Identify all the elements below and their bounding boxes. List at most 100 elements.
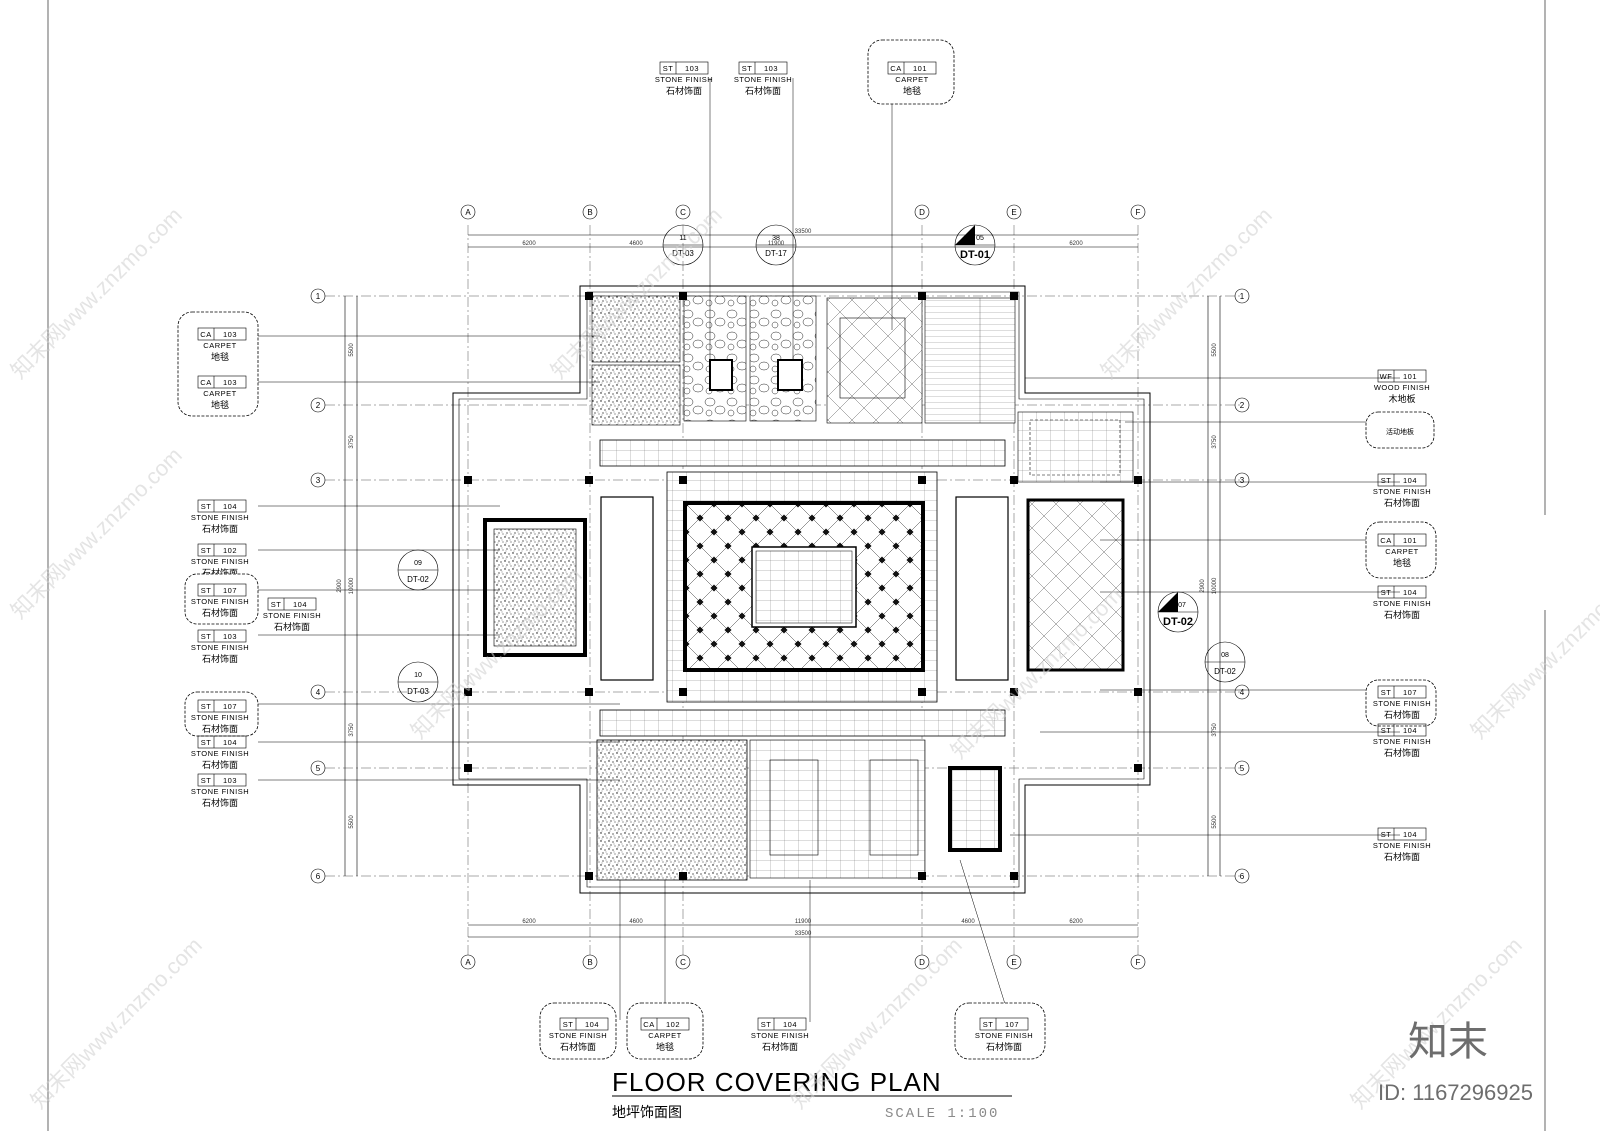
tag-bot2: CA 102 CARPET 地毯 [626,1002,704,1060]
tag-top3: CA 101 CARPET 地毯 [867,39,955,105]
svg-text:石材饰面: 石材饰面 [666,85,702,97]
svg-text:CA: CA [200,378,211,387]
svg-text:6200: 6200 [522,919,536,925]
svg-text:石材饰面: 石材饰面 [202,523,238,535]
structural-columns [464,292,1142,880]
tag-left8: ST 104 STONE FINISH 石材饰面 [191,735,249,771]
svg-text:地毯: 地毯 [903,85,921,97]
svg-text:石材饰面: 石材饰面 [202,653,238,665]
svg-text:4600: 4600 [629,919,643,925]
detail-mark-dt02-left: 09 DT-02 [397,549,439,591]
svg-text:地毯: 地毯 [211,351,229,363]
svg-text:STONE FINISH: STONE FINISH [1373,487,1431,496]
svg-text:09: 09 [414,560,422,567]
svg-text:STONE FINISH: STONE FINISH [1373,699,1431,708]
grid-column-bubbles-top: A B C D E F [460,204,1146,220]
znzmo-logo: 知末 [1408,1019,1488,1065]
svg-text:STONE FINISH: STONE FINISH [1373,599,1431,608]
svg-text:102: 102 [666,1020,680,1029]
svg-text:ST: ST [742,64,753,73]
dimension-top: 6200 4600 33500 11900 4600 6200 [468,229,1138,248]
tag-top1: ST 103 STONE FINISH 石材饰面 [655,61,713,97]
svg-text:6200: 6200 [1069,919,1083,925]
svg-text:WF: WF [1380,372,1393,381]
svg-text:ST: ST [761,1020,772,1029]
svg-text:ST: ST [663,64,674,73]
grid-col-A-top: A [465,208,471,217]
svg-text:ST: ST [201,632,212,641]
room-bottom-dining [749,739,1002,879]
grid-col-D-top: D [919,208,925,217]
svg-text:石材饰面: 石材饰面 [202,723,238,735]
drawing-id: ID: 1167296925 [1378,1080,1533,1105]
detail-mark-dt02-right2: 08 DT-02 [1204,641,1246,683]
grid-row-bubbles-left: 1 2 3 4 5 6 [310,288,326,884]
svg-text:33500: 33500 [795,229,812,235]
svg-text:石材饰面: 石材饰面 [986,1041,1022,1053]
svg-text:石材饰面: 石材饰面 [202,607,238,619]
svg-text:STONE FINISH: STONE FINISH [191,749,249,758]
svg-text:104: 104 [223,502,237,511]
svg-text:WOOD FINISH: WOOD FINISH [1374,383,1430,392]
grid-col-B-top: B [587,208,592,217]
svg-text:STONE FINISH: STONE FINISH [734,75,792,84]
svg-text:DT-03: DT-03 [407,687,429,696]
svg-text:5500: 5500 [1212,343,1218,357]
svg-text:地毯: 地毯 [656,1041,674,1053]
grid-row-4-left: 4 [316,688,321,697]
svg-text:地毯: 地毯 [211,399,229,411]
svg-text:33500: 33500 [795,931,812,937]
tag-left2: CA 103 CARPET 地毯 [197,375,247,411]
svg-text:STONE FINISH: STONE FINISH [191,597,249,606]
svg-text:104: 104 [293,600,307,609]
svg-text:104: 104 [585,1020,599,1029]
building-outline [452,285,1151,894]
svg-text:知末网www.znzmo.com: 知末网www.znzmo.com [1096,202,1277,383]
svg-text:3750: 3750 [349,723,355,737]
grid-row-3-right: 3 [1240,476,1245,485]
svg-text:ST: ST [271,600,282,609]
svg-text:CARPET: CARPET [203,341,236,350]
svg-text:DT-03: DT-03 [672,249,694,258]
dimension-bottom: 6200 4600 11900 4600 6200 33500 [468,919,1138,938]
tag-left9: ST 103 STONE FINISH 石材饰面 [191,773,249,809]
svg-text:103: 103 [764,64,778,73]
svg-text:10000: 10000 [349,577,355,594]
tag-right4: CA 101 CARPET 地毯 [1365,521,1437,579]
drawing-scale: SCALE 1:100 [885,1106,999,1122]
svg-text:知末网www.znzmo.com: 知末网www.znzmo.com [6,202,187,383]
svg-text:STONE FINISH: STONE FINISH [191,713,249,722]
svg-text:ST: ST [201,502,212,511]
svg-text:STONE FINISH: STONE FINISH [655,75,713,84]
svg-text:107: 107 [1403,688,1417,697]
grid-col-D-bottom: D [919,958,925,967]
svg-text:ST: ST [563,1020,574,1029]
tag-right5: ST 104 STONE FINISH 石材饰面 [1373,585,1431,621]
svg-text:CA: CA [1380,536,1391,545]
svg-text:知末网www.znzmo.com: 知末网www.znzmo.com [1466,562,1600,743]
svg-text:3750: 3750 [1212,723,1218,737]
tag-left5: ST 107 STONE FINISH 石材饰面 [184,573,259,625]
svg-text:103: 103 [685,64,699,73]
grid-col-C-bottom: C [680,958,686,967]
svg-text:DT-02: DT-02 [1163,616,1193,628]
grid-row-1-left: 1 [316,292,321,301]
grid-col-F-bottom: F [1136,958,1141,967]
room-top-carpet [826,297,1016,424]
grid-row-2-left: 2 [316,401,321,410]
svg-text:07: 07 [1178,602,1186,609]
room-left-carpet [483,518,587,657]
svg-text:石材饰面: 石材饰面 [1384,497,1420,509]
svg-text:6200: 6200 [1069,241,1083,247]
tag-right8: ST 104 STONE FINISH 石材饰面 [1373,827,1431,863]
grid-column-bubbles-bottom: A B C D E F [460,954,1146,970]
svg-text:STONE FINISH: STONE FINISH [191,557,249,566]
svg-text:石材饰面: 石材饰面 [202,797,238,809]
svg-text:STONE FINISH: STONE FINISH [191,513,249,522]
tag-left6: ST 103 STONE FINISH 石材饰面 [191,629,249,665]
tag-bot3: ST 104 STONE FINISH 石材饰面 [751,1017,809,1053]
tile-strips [600,496,1009,681]
svg-text:STONE FINISH: STONE FINISH [1373,841,1431,850]
svg-text:11900: 11900 [795,919,812,925]
svg-text:103: 103 [223,330,237,339]
